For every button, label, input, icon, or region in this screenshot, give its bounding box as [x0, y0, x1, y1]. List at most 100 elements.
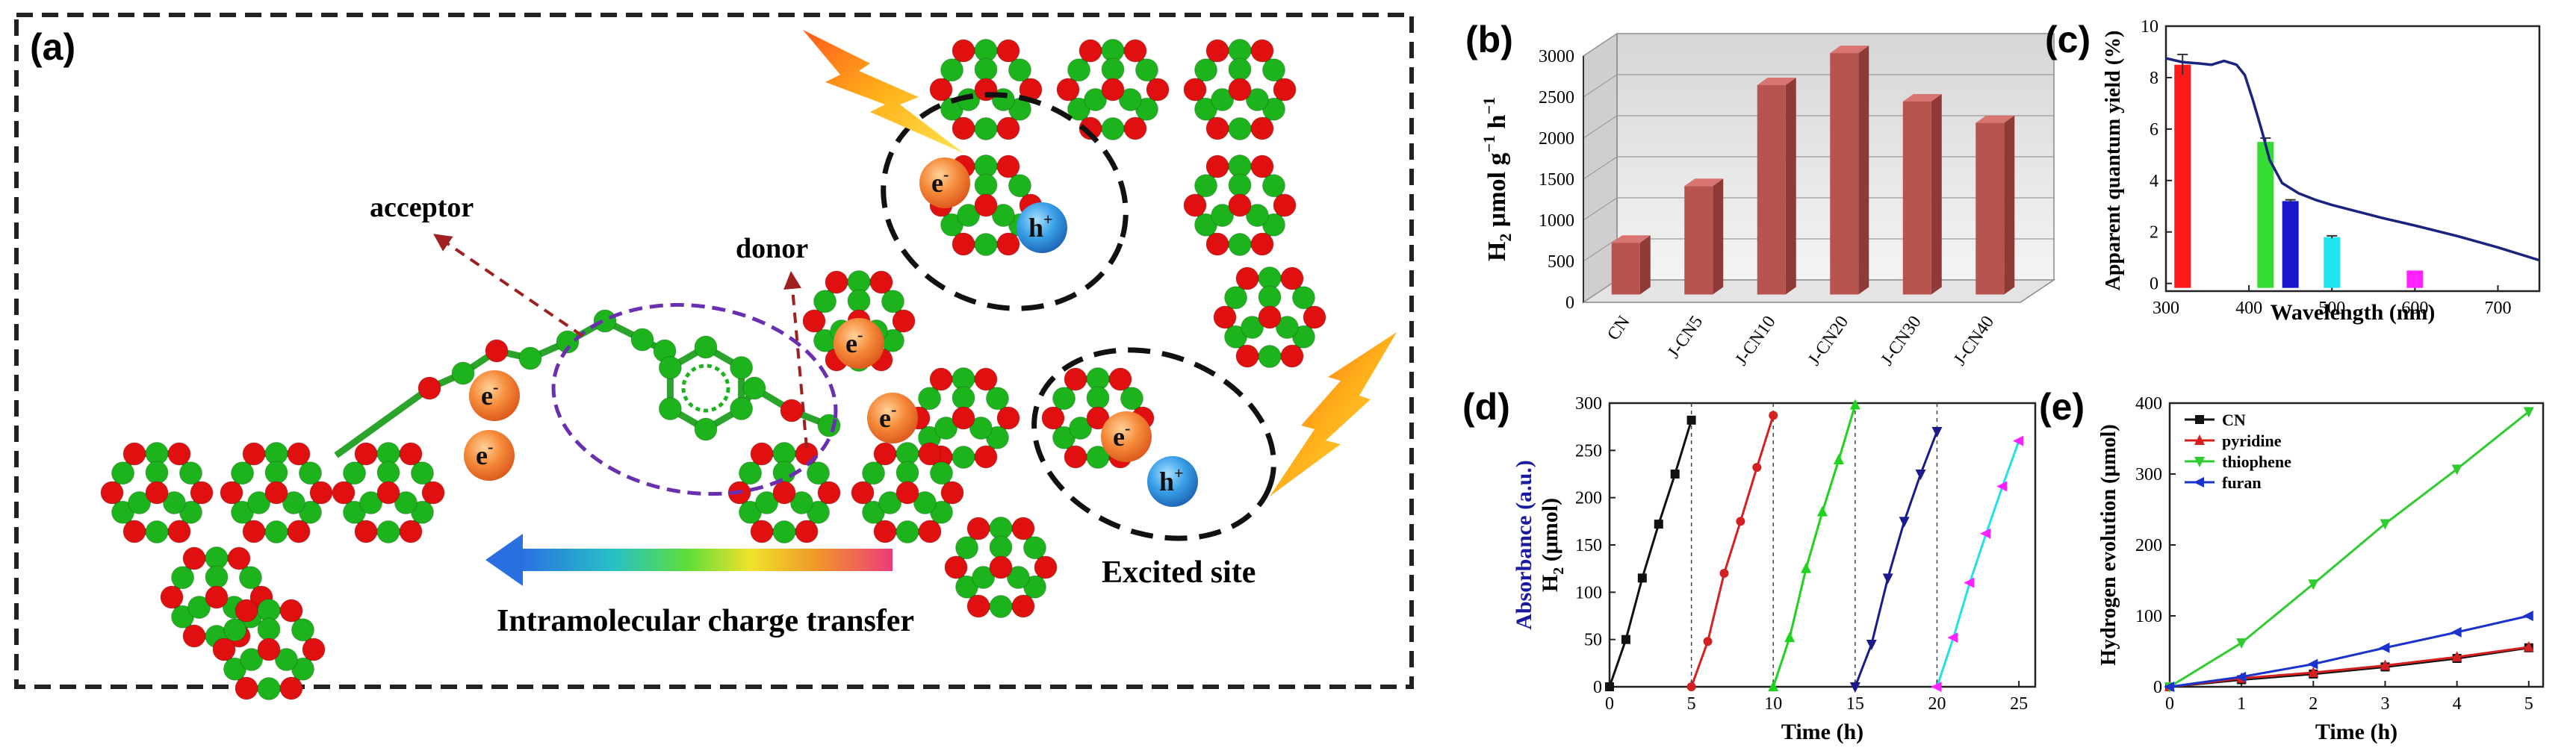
- electron-charge: -: [1125, 419, 1130, 437]
- carbon-atom: [274, 648, 298, 671]
- electron-charge: -: [943, 165, 949, 184]
- carbon-atom: [223, 618, 247, 642]
- data-point: [1849, 682, 1860, 693]
- y-tick-label: 500: [1548, 252, 1574, 272]
- electron-letter: e: [1113, 422, 1125, 452]
- acceptor-arrow: [433, 234, 584, 337]
- nitrogen-atom: [996, 232, 1020, 256]
- carbon-atom: [359, 491, 383, 514]
- x-tick-label: 5: [2524, 694, 2533, 714]
- electron-charge: -: [857, 325, 863, 344]
- nitrogen-atom: [851, 481, 875, 505]
- bar-side: [1931, 94, 1942, 295]
- carbon-atom: [789, 491, 813, 514]
- carbon-atom: [1118, 88, 1142, 111]
- x-tick-label: 2: [2309, 694, 2318, 714]
- nitrogen-atom: [750, 520, 774, 543]
- nitrogen-atom: [825, 270, 848, 294]
- nitrogen-atom: [264, 481, 288, 505]
- nitrogen-atom: [167, 442, 191, 466]
- nitrogen-atom: [974, 367, 998, 391]
- carbon-atom: [972, 566, 996, 589]
- y-tick-label: 100: [1575, 583, 1602, 602]
- carbon-atom: [343, 461, 367, 485]
- bar: [1902, 102, 1931, 295]
- x-axis-label: Time (h): [2315, 720, 2397, 744]
- electron-label: e-: [476, 437, 493, 470]
- carbon-atom: [162, 491, 186, 514]
- y-tick-label: 8: [2150, 69, 2158, 88]
- carbon-atom: [298, 461, 322, 485]
- y-tick-label: 0: [1565, 293, 1574, 313]
- bar: [1611, 243, 1640, 295]
- data-point: [2522, 611, 2533, 621]
- x-tick-label: 700: [2484, 299, 2511, 318]
- nitrogen-atom: [952, 39, 975, 63]
- carbon-atom: [205, 565, 229, 589]
- nitrogen-atom: [257, 638, 281, 661]
- nitrogen-atom: [918, 442, 942, 466]
- nitrogen-atom: [1123, 39, 1147, 63]
- y-axis-label: Hydrogen evolution (μmol): [2097, 424, 2120, 665]
- electron-sphere: [464, 430, 515, 481]
- electron-label: e-: [481, 378, 498, 411]
- y-tick-label: 0: [1593, 678, 1602, 697]
- electron-label: e-: [845, 325, 863, 358]
- bar-top: [1902, 94, 1942, 102]
- nitrogen-atom: [145, 481, 169, 505]
- data-point: [2523, 407, 2534, 418]
- carbon-atom: [1228, 233, 1252, 256]
- nitrogen-atom: [1011, 594, 1035, 618]
- y-tick-label: 1500: [1539, 170, 1574, 190]
- nitrogen-atom: [332, 481, 356, 505]
- data-point: [2194, 434, 2205, 445]
- data-point: [2194, 477, 2204, 487]
- y-axis-label-subscript: 2: [1496, 234, 1515, 242]
- donor-label: donor: [736, 233, 808, 264]
- carbon-atom: [1052, 387, 1076, 411]
- carbon-atom: [238, 566, 262, 590]
- nitrogen-atom: [167, 520, 191, 543]
- nitrogen-atom: [952, 406, 975, 430]
- data-point: [2379, 642, 2390, 653]
- y-tick-label: 2500: [1539, 88, 1574, 107]
- bar-top: [1976, 115, 2015, 123]
- series-line: [1854, 431, 1938, 688]
- nitrogen-atom: [873, 442, 897, 466]
- data-point: [2451, 464, 2462, 476]
- x-tick-label: 20: [1928, 694, 1946, 714]
- x-tick-label: 1: [2237, 694, 2246, 714]
- bar: [1684, 186, 1713, 295]
- nitrogen-atom: [1034, 555, 1058, 579]
- nitrogen-atom: [996, 116, 1020, 140]
- data-point: [1719, 569, 1729, 578]
- nitrogen-atom: [1250, 116, 1274, 140]
- carbon-atom: [658, 356, 682, 379]
- nitrogen-atom: [966, 594, 990, 618]
- acceptor-label: acceptor: [370, 192, 474, 223]
- nitrogen-atom: [235, 599, 258, 623]
- nitrogen-atom: [242, 442, 266, 466]
- carbon-atom: [1228, 117, 1252, 140]
- carbon-atom: [1008, 58, 1031, 82]
- y-tick-label: 200: [2135, 536, 2162, 555]
- nitrogen-atom: [1064, 445, 1087, 469]
- series-line: [2169, 646, 2529, 688]
- data-point: [2236, 638, 2247, 649]
- x-tick-label: 500: [2318, 299, 2345, 318]
- hole-label: h+: [1159, 464, 1184, 496]
- nitrogen-atom: [996, 406, 1020, 430]
- carbon-atom: [918, 387, 942, 411]
- carbon-atom: [1101, 57, 1125, 81]
- nitrogen-atom: [1078, 116, 1102, 140]
- y-tick-label: 300: [1575, 394, 1602, 414]
- data-point: [1768, 681, 1779, 691]
- nitrogen-atom: [929, 78, 953, 102]
- bar: [1757, 85, 1786, 295]
- carbon-atom: [730, 397, 754, 420]
- carbon-atom: [1022, 536, 1046, 560]
- carbon-atom: [247, 491, 271, 514]
- carbon-atom: [974, 173, 998, 197]
